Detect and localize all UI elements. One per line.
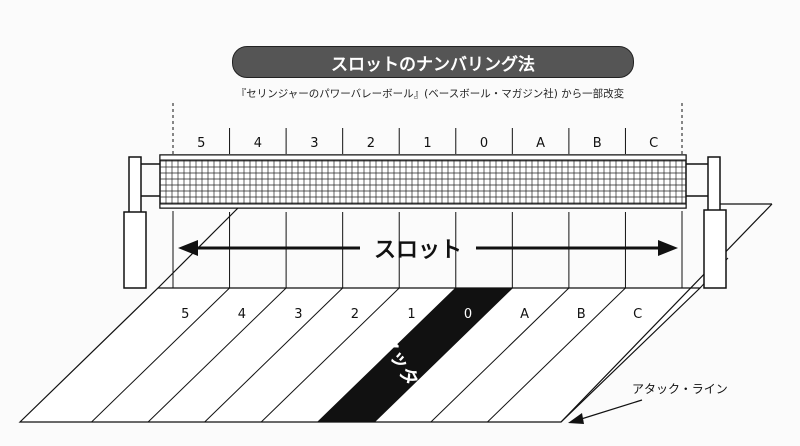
court-slot-line — [147, 287, 287, 423]
court-slot-line — [430, 287, 570, 423]
diagram-title: スロットのナンバリング法 — [331, 54, 535, 75]
court-slot-line — [204, 287, 344, 423]
net-slot-lines — [172, 212, 683, 288]
court-slot-label: 2 — [351, 307, 359, 322]
net-mesh — [159, 154, 687, 209]
top-slot-label: 0 — [480, 136, 488, 151]
court-slot-line — [260, 287, 400, 423]
source-note: 『セリンジャーのパワーバレーボール』(ベースボール・マガジン社) から一部改変 — [235, 88, 625, 100]
right-court-slant-edge — [560, 203, 773, 423]
top-slot-label: C — [649, 136, 658, 151]
left-post-base — [123, 211, 147, 289]
court-slot-label: A — [520, 307, 529, 322]
attack-line-label: アタック・ライン — [632, 382, 728, 396]
net-bottom-band — [159, 203, 687, 209]
top-slot-label: B — [593, 136, 602, 151]
slot-arrow-right-head — [658, 240, 678, 256]
top-slot-label: 1 — [423, 136, 431, 151]
net-frame — [159, 154, 687, 209]
left-post-top — [128, 156, 142, 214]
court-slot-label: 5 — [181, 307, 189, 322]
attack-line-pointer — [577, 399, 643, 421]
top-slot-label: 2 — [367, 136, 375, 151]
slot-arrow-left-head — [178, 240, 198, 256]
court-slot-label: 3 — [294, 307, 302, 322]
setter-stripe — [317, 288, 513, 422]
court-slot-label: C — [633, 307, 642, 322]
right-post-top — [707, 156, 721, 214]
top-slot-label: 3 — [310, 136, 318, 151]
right-post-base — [703, 209, 727, 289]
top-slot-ticks — [229, 128, 626, 154]
court-slot-label: 4 — [238, 307, 246, 322]
court-slot-label: B — [577, 307, 586, 322]
court-slot-line — [91, 287, 230, 423]
attack-line-pointer-head — [568, 413, 584, 424]
title-banner: スロットのナンバリング法 — [232, 46, 634, 78]
top-slot-label: A — [536, 136, 545, 151]
court-slot-labels: 5 4 3 2 1 0 A B C — [181, 307, 642, 322]
court-slot-line — [487, 287, 626, 423]
court-slot-label: 0 — [464, 307, 472, 322]
court-slot-label: 1 — [407, 307, 415, 322]
slot-arrow-label: スロット — [374, 238, 462, 263]
top-slot-label: 5 — [197, 136, 205, 151]
court-slot-lines — [91, 287, 626, 423]
top-slot-labels: 5 4 3 2 1 0 A B C — [197, 136, 658, 151]
top-slot-label: 4 — [254, 136, 262, 151]
net-top-band — [159, 154, 687, 161]
left-court-edge — [157, 203, 243, 289]
